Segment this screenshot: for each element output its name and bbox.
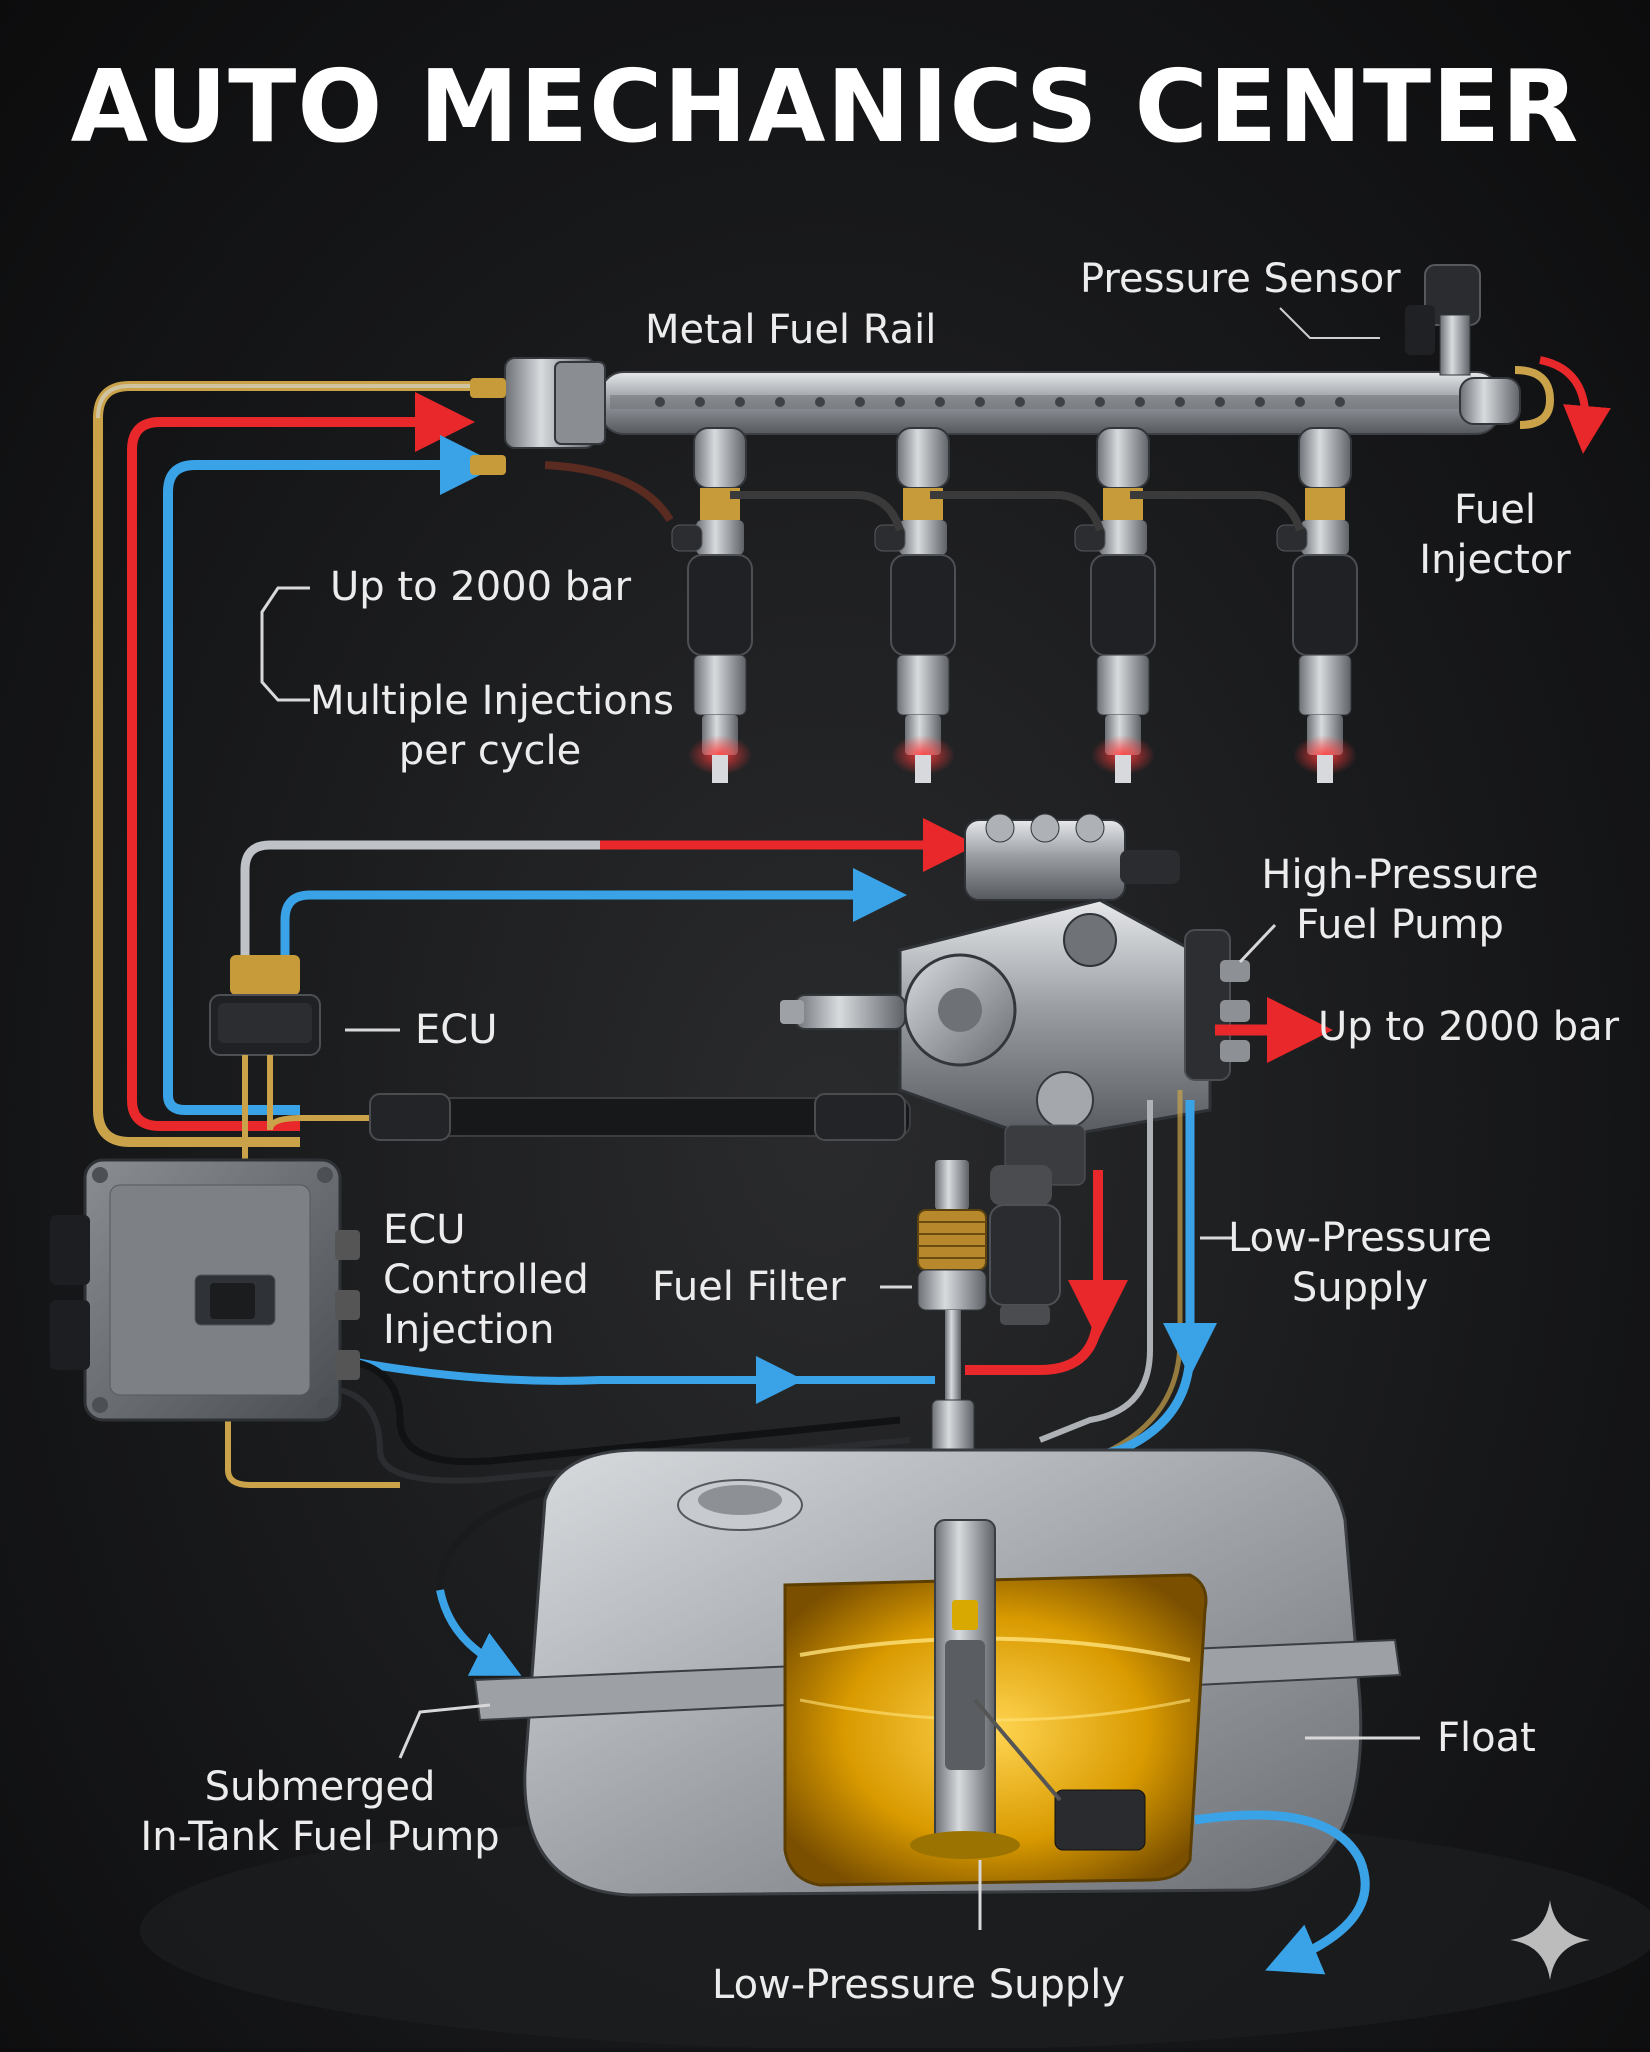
ecu-unit (50, 1158, 360, 1422)
label-submerged-pump: Submerged In-Tank Fuel Pump (140, 1764, 500, 1860)
submerged-pump-leader (398, 1703, 491, 1759)
fuel-injectors (671, 427, 1358, 783)
fuel-tank (473, 1448, 1402, 1930)
pressure-sensor (1405, 264, 1481, 376)
ecu-connector (209, 955, 321, 1056)
hp-pump-leader (1238, 923, 1277, 964)
sparkle-icon (1510, 1900, 1590, 1980)
label-up-to-2000-bar-pump: Up to 2000 bar (1318, 1004, 1620, 1050)
label-float: Float (1437, 1715, 1536, 1761)
label-metal-fuel-rail: Metal Fuel Rail (645, 307, 937, 353)
low-pressure-pipe-left (163, 460, 480, 1115)
label-low-pressure-supply: Low-Pressure Supply (1227, 1215, 1492, 1311)
page-title: AUTO MECHANICS CENTER (70, 48, 1580, 165)
high-pressure-pipe-left (127, 417, 455, 1131)
tank-left-inlet-arrow (436, 1589, 522, 1676)
label-ecu-connector: ECU (415, 1007, 498, 1053)
label-multiple-injections: Multiple Injections per cycle (310, 678, 674, 774)
label-low-pressure-supply-bottom: Low-Pressure Supply (712, 1962, 1126, 2008)
rail-outlet-arrow (1539, 356, 1611, 454)
high-pressure-fuel-pump (780, 813, 1250, 1186)
label-fuel-injector: Fuel Injector (1419, 487, 1571, 583)
fuel-injector (671, 427, 753, 783)
label-pressure-sensor: Pressure Sensor (1080, 256, 1401, 302)
fuel-injector (1074, 427, 1156, 783)
label-fuel-filter: Fuel Filter (652, 1264, 846, 1310)
label-ecu-controlled-injection: ECU Controlled Injection (383, 1207, 589, 1353)
pressure-sensor-leader (1279, 307, 1380, 339)
tank-outlet-arrow (1194, 1810, 1370, 1975)
fuel-injector (1276, 427, 1358, 783)
label-high-pressure-pump: High-Pressure Fuel Pump (1261, 852, 1539, 948)
metal-fuel-rail (470, 357, 1555, 475)
label-up-to-2000-bar-rail: Up to 2000 bar (330, 564, 632, 610)
pump-side-reservoir (989, 1165, 1061, 1325)
fuel-injector (874, 427, 956, 783)
injection-bracket (260, 586, 310, 702)
